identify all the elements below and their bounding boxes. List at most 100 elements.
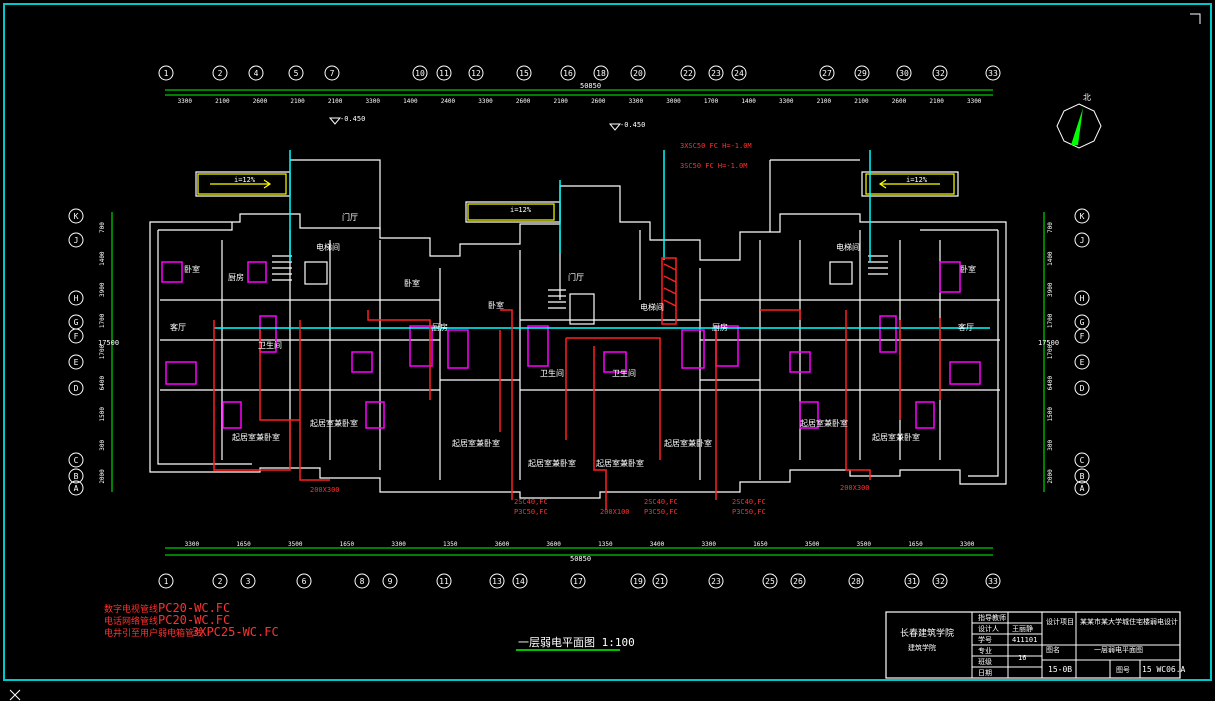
axis-bubble: 1 [158,65,174,81]
axis-bubble: 10 [412,65,428,81]
axis-label: 4 [254,69,259,78]
ramp-lines [197,173,955,221]
drawing-date: 15-0B [1048,665,1072,674]
axis-label: 12 [471,69,481,78]
dimension-text: 3300 [185,541,200,548]
axis-bubble: G [68,314,84,330]
axis-label: C [74,456,79,465]
axis-bubble: H [1074,290,1090,306]
svg-text:班级: 班级 [978,657,992,666]
axis-bubble: 26 [790,573,806,589]
dimension-text: 3300 [967,98,982,105]
svg-text:门厅: 门厅 [342,212,358,222]
axis-bubble: B [68,468,84,484]
axis-label: 6 [302,577,307,586]
svg-text:起居室兼卧室: 起居室兼卧室 [528,458,576,468]
svg-text:3SC50 FC H=-1.0M: 3SC50 FC H=-1.0M [680,162,747,170]
legend-code-phone: PC20-WC.FC [158,613,230,627]
dimension-text: 3300 [960,541,975,548]
axis-label: 5 [294,69,299,78]
axis-bubble: B [1074,468,1090,484]
level-marks: -0.450 -0.450 [328,115,645,131]
dimension-text: 3400 [650,541,665,548]
svg-text:专业: 专业 [978,646,992,655]
axis-label: B [74,472,79,481]
axis-bubble: 31 [904,573,920,589]
axis-label: 8 [360,577,365,586]
axis-bubble: 11 [436,573,452,589]
dimension-text: 3500 [805,541,820,548]
axis-bubble: 9 [382,573,398,589]
axis-bubble: 28 [848,573,864,589]
axis-bubble: C [68,452,84,468]
axis-bubble: 1 [158,573,174,589]
left-total-dimension: 17500 [98,339,119,347]
dimension-text: 1700 [1047,313,1054,328]
svg-text:i=12%: i=12% [234,176,256,184]
serial-number: 16 [1018,654,1026,662]
axis-label: 2 [218,577,223,586]
school-name: 长春建筑学院 [900,627,954,639]
dimension-text: 3000 [666,98,681,105]
axis-label: 10 [415,69,425,78]
axis-bubble: 8 [354,573,370,589]
svg-text:卧室: 卧室 [488,300,504,310]
axis-label: 33 [988,69,998,78]
title-block: 长春建筑学院 建筑学院 指导教师 设计人 学号 专业 班级 日期 王丽静 411… [885,611,1186,679]
dimension-text: 1650 [908,541,923,548]
axis-bubble: E [68,354,84,370]
cyan-trunk-lines [214,150,990,329]
dimension-text: 2100 [929,98,944,105]
axis-bubble: J [1074,232,1090,248]
right-total-dimension: 17500 [1038,339,1059,347]
svg-text:卫生间: 卫生间 [612,368,636,378]
drawing-name: 一层弱电平面图 [1094,645,1143,654]
dimension-text: 1650 [340,541,355,548]
axis-bubble: 32 [932,65,948,81]
axis-label: A [1080,484,1085,493]
dimension-text: 2000 [1047,469,1054,484]
student-number: 411101 [1012,636,1037,644]
axis-label: 24 [734,69,744,78]
axis-label: 1 [164,577,169,586]
axis-bubble: E [1074,354,1090,370]
dimension-text: 2400 [441,98,456,105]
dimension-text: 1500 [1047,407,1054,422]
red-cable-lines [213,257,941,510]
svg-text:电梯间: 电梯间 [640,302,664,312]
svg-text:日期: 日期 [978,669,992,677]
axis-label: 1 [164,69,169,78]
svg-text:起居室兼卧室: 起居室兼卧室 [596,458,644,468]
axis-label: 2 [218,69,223,78]
svg-text:P3C50,FC: P3C50,FC [644,508,678,516]
dimension-text: 1400 [1047,251,1054,266]
axis-label: 32 [935,69,945,78]
svg-text:起居室兼卧室: 起居室兼卧室 [664,438,712,448]
svg-text:起居室兼卧室: 起居室兼卧室 [800,418,848,428]
dimension-text: 3500 [857,541,872,548]
axis-label: H [1080,294,1085,303]
svg-text:厨房: 厨房 [712,322,728,332]
axis-label: 29 [857,69,867,78]
project-name: 某某市某大学城住宅楼弱电设计 [1080,617,1178,626]
axis-label: 22 [683,69,693,78]
dimension-text: 2600 [253,98,268,105]
axis-bubble: 24 [731,65,747,81]
legend-code-riser: 3XPC25-WC.FC [192,625,279,639]
axis-bubble: 29 [854,65,870,81]
axis-bubble: 33 [985,65,1001,81]
axis-bubble: 6 [296,573,312,589]
dimension-text: 3300 [478,98,493,105]
axis-bubble: 20 [630,65,646,81]
dimension-lines [111,89,1045,556]
axis-bubble: F [68,328,84,344]
dimension-text: 3300 [391,541,406,548]
axis-label: E [74,358,79,367]
dimension-text: 3300 [779,98,794,105]
axis-label: C [1080,456,1085,465]
room-labels: 卧室 厨房 客厅 卫生间 起居室兼卧室 起居室兼卧室 电梯间 门厅 门厅 电梯间… [170,212,976,468]
axis-label: 17 [573,577,583,586]
